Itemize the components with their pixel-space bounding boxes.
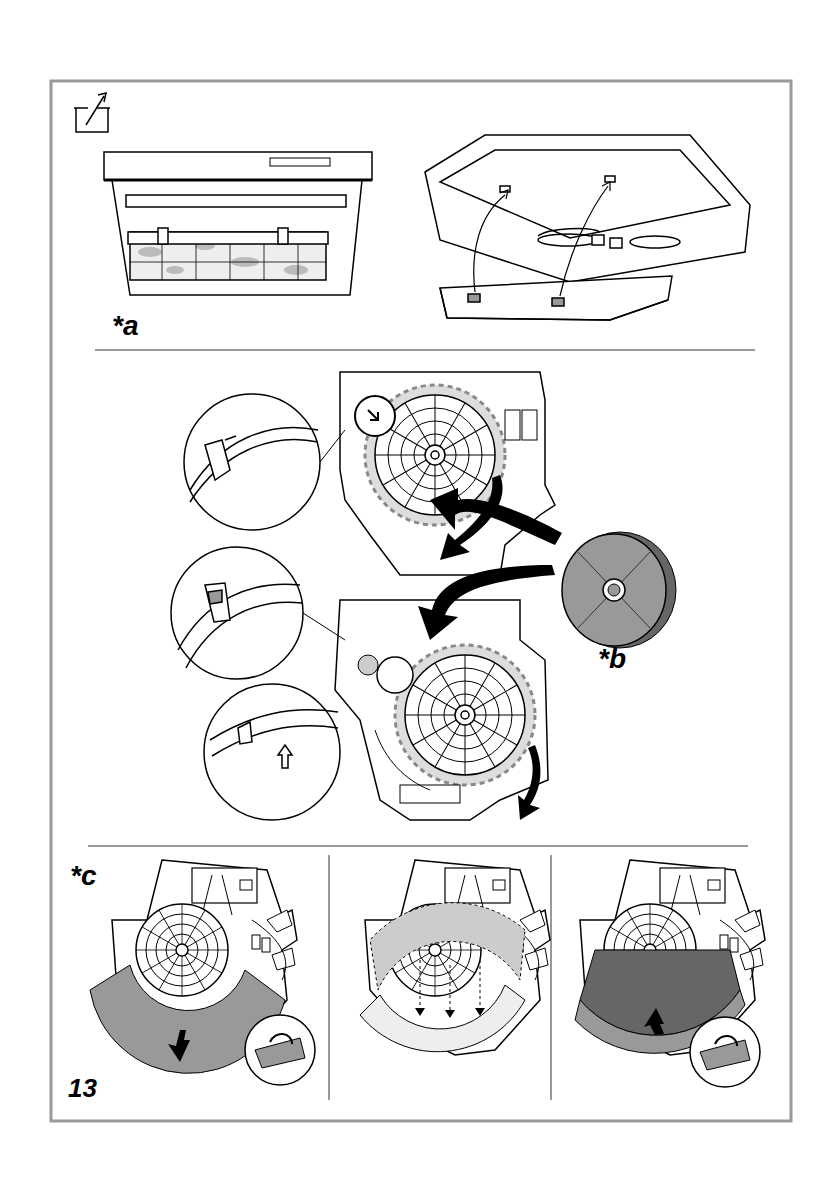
insertion-arrow xyxy=(418,475,562,820)
step-label: *b xyxy=(598,645,626,673)
step-panel-2 xyxy=(360,860,550,1055)
hood-open xyxy=(425,135,750,320)
motor-housing-bottom xyxy=(335,600,548,820)
page-number: 13 xyxy=(68,1075,97,1101)
carbon-filter xyxy=(562,532,676,648)
step-label: *a xyxy=(112,312,138,340)
extraction-icon xyxy=(74,93,110,132)
step-panel-3 xyxy=(575,860,765,1087)
leader-line xyxy=(303,430,345,640)
detail-circle xyxy=(171,394,340,820)
page-frame xyxy=(51,81,791,1121)
section-divider xyxy=(88,350,755,1100)
step-label: *c xyxy=(70,862,96,890)
motor-housing-top xyxy=(340,372,555,575)
hood-front xyxy=(104,152,372,295)
step-panel-1 xyxy=(90,860,315,1085)
